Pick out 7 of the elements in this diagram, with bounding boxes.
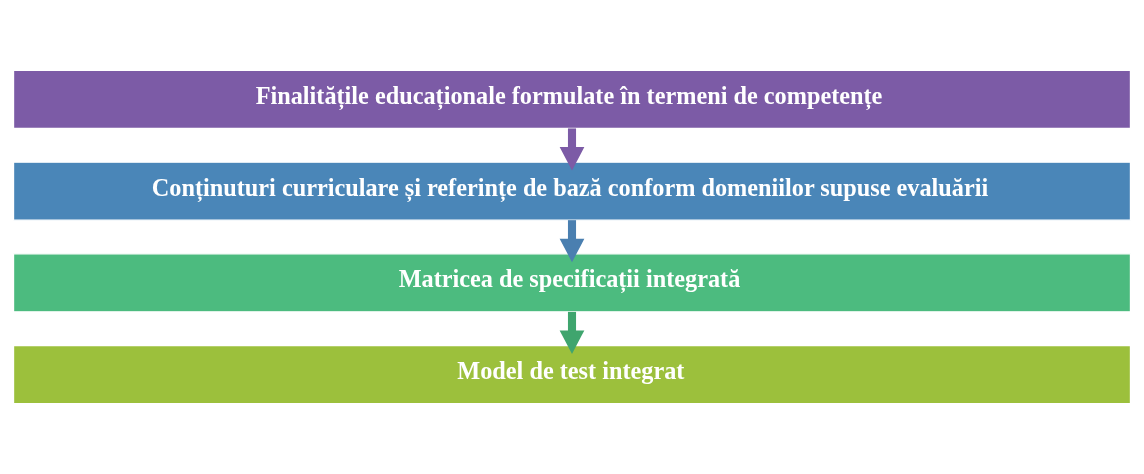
arrow — [559, 311, 585, 354]
node-box: Finalitățile educaționale formulate în termeni de competențe — [12, 69, 1132, 130]
arrow — [559, 128, 585, 171]
node-box: Matricea de specificații integrată — [12, 253, 1132, 313]
node-box: Model de test integrat — [12, 344, 1132, 405]
node-box: Conținuturi curriculare și referințe de bază conform domeniilor supuse evaluării — [12, 161, 1132, 221]
arrow — [559, 220, 585, 263]
